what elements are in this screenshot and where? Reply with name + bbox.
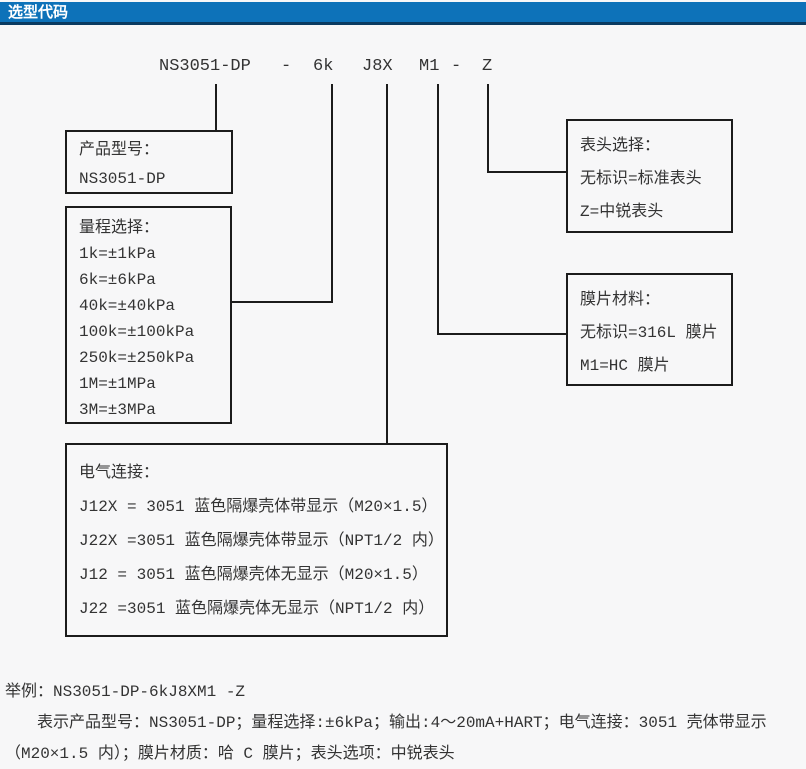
range-option: 250k=±250kPa <box>79 349 195 367</box>
range-option: 1k=±1kPa <box>79 245 156 263</box>
electrical-connection-box: 电气连接： J12X = 3051 蓝色隔爆壳体带显示（M20×1.5） J22… <box>65 443 448 637</box>
connector-diaphragm-vertical <box>437 84 439 335</box>
code-segment-model: NS3051-DP <box>159 57 251 76</box>
range-option: 100k=±100kPa <box>79 323 195 341</box>
example-description-line: 表示产品型号：NS3051-DP；量程选择:±6kPa；输出:4～20mA+HA… <box>37 714 767 732</box>
example-description-cont: （M20×1.5 内）；膜片材质：哈 C 膜片；表头选项：中锐表头 <box>5 745 455 763</box>
display-head-option: 无标识=标准表头 <box>580 170 702 188</box>
electrical-option: J12 = 3051 蓝色隔爆壳体无显示（M20×1.5） <box>79 566 428 584</box>
range-option: 1M=±1MPa <box>79 375 156 393</box>
connector-range-vertical <box>331 84 333 303</box>
display-head-title: 表头选择： <box>580 137 661 155</box>
section-header-bar: 选型代码 <box>0 2 806 25</box>
connector-model-vertical <box>215 84 217 130</box>
electrical-connection-title: 电气连接： <box>79 464 160 482</box>
product-model-value: NS3051-DP <box>79 170 166 188</box>
display-head-option: Z=中锐表头 <box>580 203 664 221</box>
product-model-box: 产品型号： NS3051-DP <box>65 130 233 194</box>
range-selection-title: 量程选择： <box>79 219 160 237</box>
connector-electrical-vertical <box>386 84 388 445</box>
code-segment-range: 6k <box>313 57 334 76</box>
code-segment-diaphragm: M1 <box>419 57 440 76</box>
connector-display-horizontal <box>489 171 566 173</box>
display-head-box: 表头选择： 无标识=标准表头 Z=中锐表头 <box>566 119 733 233</box>
code-segment-dash1: - <box>281 57 292 76</box>
example-code-line: 举例：NS3051-DP-6kJ8XM1 -Z <box>5 683 246 701</box>
range-option: 40k=±40kPa <box>79 297 176 315</box>
electrical-option: J22X =3051 蓝色隔爆壳体带显示（NPT1/2 内） <box>79 532 444 550</box>
diaphragm-material-box: 膜片材料： 无标识=316L 膜片 M1=HC 膜片 <box>566 273 733 386</box>
range-option: 6k=±6kPa <box>79 271 156 289</box>
diaphragm-material-title: 膜片材料： <box>580 291 661 309</box>
connector-diaphragm-horizontal <box>439 333 566 335</box>
connector-range-horizontal <box>232 301 333 303</box>
code-segment-dash2: - <box>451 57 462 76</box>
product-model-title: 产品型号： <box>79 141 160 159</box>
electrical-option: J12X = 3051 蓝色隔爆壳体带显示（M20×1.5） <box>79 498 438 516</box>
diaphragm-material-option: M1=HC 膜片 <box>580 357 670 375</box>
code-segment-display: Z <box>482 57 493 76</box>
range-option: 3M=±3MPa <box>79 401 156 419</box>
diaphragm-material-option: 无标识=316L 膜片 <box>580 324 718 342</box>
range-selection-box: 量程选择： 1k=±1kPa 6k=±6kPa 40k=±40kPa 100k=… <box>65 206 232 424</box>
connector-display-vertical <box>487 84 489 173</box>
code-segment-connection: J8X <box>362 57 393 76</box>
section-title: 选型代码 <box>8 5 69 22</box>
electrical-option: J22 =3051 蓝色隔爆壳体无显示（NPT1/2 内） <box>79 600 435 618</box>
